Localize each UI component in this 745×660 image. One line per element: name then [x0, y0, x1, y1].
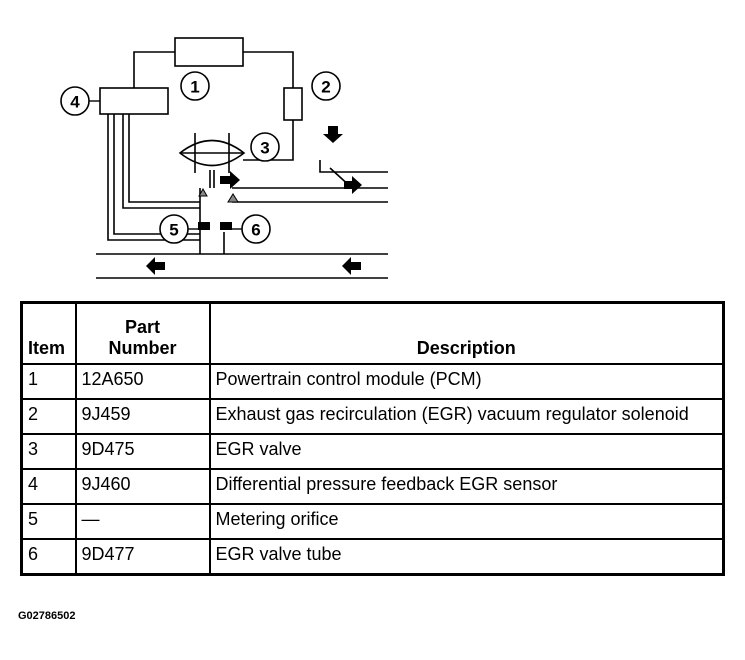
pcm-box — [174, 37, 244, 67]
cell-part: 9J459 — [74, 398, 211, 435]
cell-part: 12A650 — [74, 363, 211, 400]
callout-1-label: 1 — [190, 78, 199, 97]
cell-item: 1 — [20, 363, 77, 400]
header-description: Description — [208, 301, 725, 365]
cell-item: 2 — [20, 398, 77, 435]
table-row: 1 12A650 Powertrain control module (PCM) — [20, 363, 725, 400]
cell-item: 4 — [20, 468, 77, 505]
cell-part: 9D475 — [74, 433, 211, 470]
cell-item: 3 — [20, 433, 77, 470]
callout-5-label: 5 — [169, 221, 178, 240]
table-header-row: Item Part Number Description — [20, 301, 725, 365]
callout-2-label: 2 — [321, 78, 330, 97]
cell-desc: Exhaust gas recirculation (EGR) vacuum r… — [208, 398, 725, 435]
cell-item: 6 — [20, 538, 77, 575]
header-part-number-line2: Number — [108, 338, 177, 358]
table-row: 4 9J460 Differential pressure feedback E… — [20, 468, 725, 505]
callout-1-circle — [180, 71, 210, 101]
header-item: Item — [20, 301, 77, 365]
cell-part: 9J460 — [74, 468, 211, 505]
callout-2-circle — [311, 71, 341, 101]
table-row: 5 — Metering orifice — [20, 503, 725, 540]
header-part-number: Part Number — [74, 301, 211, 365]
cell-desc: Differential pressure feedback EGR senso… — [208, 468, 725, 505]
table-row: 3 9D475 EGR valve — [20, 433, 725, 470]
parts-table: Item Part Number Description 1 12A650 Po… — [20, 301, 725, 576]
vacuum-regulator-solenoid — [283, 87, 303, 121]
cell-item: 5 — [20, 503, 77, 540]
egr-system-diagram: 1 2 3 4 5 6 — [60, 37, 388, 279]
header-part-number-line1: Part — [124, 317, 160, 337]
table-row: 6 9D477 EGR valve tube — [20, 538, 725, 575]
callout-4-label: 4 — [70, 93, 80, 112]
cell-desc: EGR valve tube — [208, 538, 725, 575]
cell-desc: Metering orifice — [208, 503, 725, 540]
dpfe-sensor-box — [99, 87, 169, 115]
figure-code: G02786502 — [18, 610, 76, 622]
cell-desc: EGR valve — [208, 433, 725, 470]
cell-desc: Powertrain control module (PCM) — [208, 363, 725, 400]
table-row: 2 9J459 Exhaust gas recirculation (EGR) … — [20, 398, 725, 435]
callout-3-label: 3 — [260, 139, 269, 158]
callout-3-circle — [250, 132, 280, 162]
callout-6-label: 6 — [251, 221, 260, 240]
cell-part: 9D477 — [74, 538, 211, 575]
cell-part: — — [74, 503, 211, 540]
